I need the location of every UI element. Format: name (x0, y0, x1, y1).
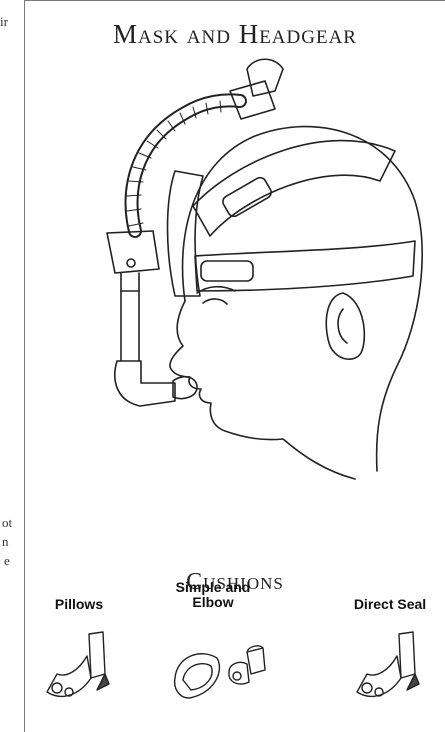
margin-fragment: ot (2, 515, 12, 531)
hose (132, 100, 240, 231)
margin-fragment: e (4, 553, 10, 569)
cushion-label-pillows: Pillows (29, 597, 129, 612)
ear (326, 293, 364, 359)
top-strap (193, 141, 395, 236)
strap-tab (201, 261, 253, 281)
vertical-tube (121, 273, 139, 361)
cushion-label-simple-elbow: Simple and Elbow (171, 580, 255, 610)
elbow (115, 361, 175, 406)
eye (203, 299, 227, 304)
cushion-label-direct-seal: Direct Seal (335, 597, 445, 612)
rear-strap (195, 241, 415, 291)
margin-fragment: n (2, 534, 9, 550)
direct-seal-cushion-illustration (345, 626, 435, 716)
simple-elbow-cushion-illustration (167, 626, 277, 716)
pillows-cushion-illustration (39, 626, 129, 716)
strap-tab (221, 175, 274, 218)
margin-fragment: ir (0, 14, 8, 30)
face-profile (170, 301, 355, 479)
mask-headgear-illustration (25, 1, 445, 481)
figure-frame: Mask and Headgear (24, 0, 445, 732)
